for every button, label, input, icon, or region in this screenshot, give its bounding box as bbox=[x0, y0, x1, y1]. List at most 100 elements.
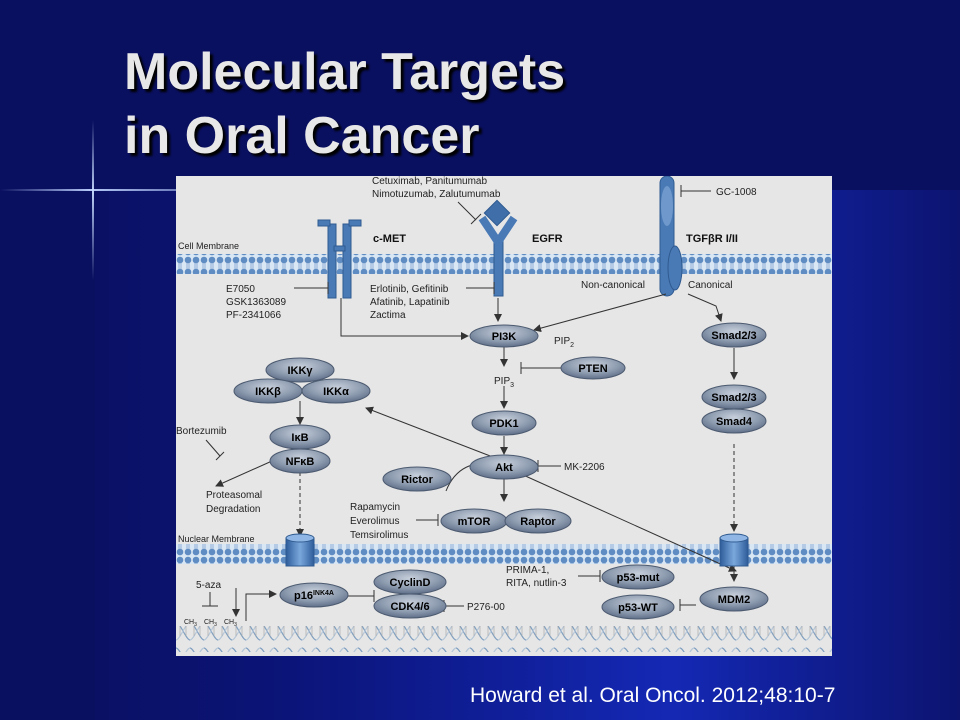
sparkle-horizontal bbox=[0, 189, 300, 191]
p27600-inhibition bbox=[443, 600, 464, 612]
gc1008-inhibition bbox=[680, 185, 711, 197]
tgfbr-receptor bbox=[659, 176, 683, 297]
svg-text:CyclinD: CyclinD bbox=[390, 577, 431, 589]
svg-text:PDK1: PDK1 bbox=[489, 418, 518, 430]
svg-text:p53-mut: p53-mut bbox=[617, 572, 660, 584]
node-cyclind: CyclinD bbox=[373, 569, 447, 595]
egfr-label: EGFR bbox=[532, 233, 563, 245]
title-line-2: in Oral Cancer bbox=[124, 107, 480, 165]
egfr-tki-1: Erlotinib, Gefitinib bbox=[370, 284, 449, 295]
cell-membrane bbox=[176, 254, 832, 274]
dna-helix bbox=[176, 626, 832, 652]
node-mtor: mTOR bbox=[440, 508, 508, 534]
node-ikk-beta: IKKβ bbox=[233, 378, 303, 404]
pten-inhibition bbox=[520, 362, 561, 374]
svg-text:Raptor: Raptor bbox=[520, 516, 556, 528]
node-cdk46: CDK4/6 bbox=[373, 593, 447, 619]
node-smad23-complex: Smad2/3 bbox=[701, 384, 767, 410]
title-band bbox=[0, 0, 960, 190]
pathway-arrows bbox=[232, 293, 738, 621]
methyl-1: CH3 bbox=[184, 619, 197, 628]
cell-membrane-label: Cell Membrane bbox=[178, 241, 239, 251]
cmet-inhibitor-3: PF-2341066 bbox=[226, 310, 281, 321]
aza-label: 5-aza bbox=[196, 580, 221, 591]
egfr-antibodies-line1: Cetuximab, Panitumumab bbox=[372, 176, 487, 187]
bortezumib-inhibition bbox=[205, 439, 225, 461]
node-nfkb: NFκB bbox=[269, 448, 331, 474]
node-p53-wt: p53-WT bbox=[601, 594, 675, 620]
nuclear-pore-right bbox=[719, 533, 749, 567]
svg-text:p53-WT: p53-WT bbox=[618, 602, 658, 614]
sparkle-vertical bbox=[92, 120, 94, 280]
mk2206-label: MK-2206 bbox=[564, 462, 605, 473]
node-ikb: IκB bbox=[269, 424, 331, 450]
svg-text:Smad4: Smad4 bbox=[716, 416, 753, 428]
egfr-tki-inhibition bbox=[466, 282, 495, 294]
mtor-inhibition bbox=[416, 514, 439, 526]
egfr-receptor bbox=[478, 199, 518, 297]
node-pdk1: PDK1 bbox=[471, 410, 537, 436]
mtor-inhibitor-1: Rapamycin bbox=[350, 502, 400, 513]
svg-text:IKKα: IKKα bbox=[323, 386, 349, 398]
svg-text:Smad2/3: Smad2/3 bbox=[711, 330, 756, 342]
aza-inhibition bbox=[202, 592, 218, 607]
svg-text:NFκB: NFκB bbox=[286, 456, 315, 468]
p53-drug-2: RITA, nutlin-3 bbox=[506, 578, 567, 589]
pip2-label: PIP2 bbox=[554, 336, 574, 349]
p27600-label: P276-00 bbox=[467, 602, 505, 613]
nuclear-membrane-label: Nuclear Membrane bbox=[178, 534, 255, 544]
node-rictor: Rictor bbox=[382, 466, 452, 492]
node-p16: p16INK4A bbox=[279, 582, 349, 608]
node-p53-mut: p53-mut bbox=[601, 564, 675, 590]
node-pten: PTEN bbox=[560, 356, 626, 380]
p53-drug-inhibition bbox=[578, 570, 601, 582]
svg-text:p16INK4A: p16INK4A bbox=[294, 590, 334, 602]
bortezumib-label: Bortezumib bbox=[176, 426, 227, 437]
mk2206-inhibition bbox=[537, 460, 561, 472]
tgfbr-label: TGFβR I/II bbox=[686, 233, 738, 245]
node-raptor: Raptor bbox=[504, 508, 572, 534]
proteasomal-line2: Degradation bbox=[206, 504, 260, 515]
node-ikk-alpha: IKKα bbox=[301, 378, 371, 404]
methyl-groups: CH3 CH3 CH3 bbox=[184, 619, 237, 628]
svg-text:PTEN: PTEN bbox=[578, 363, 607, 375]
title-line-1: Molecular Targets bbox=[124, 43, 566, 101]
proteasomal-line1: Proteasomal bbox=[206, 490, 262, 501]
mdm2-inhibition bbox=[679, 599, 696, 611]
egfr-antibodies-line2: Nimotuzumab, Zalutumumab bbox=[372, 189, 501, 200]
pip3-label: PIP3 bbox=[494, 376, 514, 389]
node-smad4: Smad4 bbox=[701, 408, 767, 434]
cmet-tki-inhibition bbox=[294, 282, 329, 294]
svg-text:CDK4/6: CDK4/6 bbox=[390, 601, 429, 613]
node-pi3k: PI3K bbox=[469, 324, 539, 348]
left-band bbox=[0, 190, 95, 720]
cmet-label: c-MET bbox=[373, 233, 406, 245]
slide-title: Molecular Targets in Oral Cancer bbox=[124, 40, 565, 168]
nuclear-pore-left bbox=[285, 533, 315, 567]
p16-cdk-inhibition bbox=[348, 590, 375, 602]
cmet-inhibitor-2: GSK1363089 bbox=[226, 297, 286, 308]
pathway-diagram: Cell Membrane Nuclear Membrane c-MET EGF… bbox=[176, 176, 832, 652]
node-akt: Akt bbox=[469, 454, 539, 480]
citation: Howard et al. Oral Oncol. 2012;48:10-7 bbox=[470, 684, 836, 707]
mtor-inhibitor-3: Temsirolimus bbox=[350, 530, 408, 541]
methyl-2: CH3 bbox=[204, 619, 217, 628]
pathway-figure: Cell Membrane Nuclear Membrane c-MET EGF… bbox=[176, 176, 832, 656]
svg-text:Smad2/3: Smad2/3 bbox=[711, 392, 756, 404]
node-ikk-gamma: IKKγ bbox=[265, 357, 335, 383]
node-mdm2: MDM2 bbox=[699, 586, 769, 612]
nuclear-membrane bbox=[176, 544, 832, 564]
egfr-tki-3: Zactima bbox=[370, 310, 406, 321]
egfr-antibody-inhibition bbox=[457, 201, 482, 225]
nfkb-degradation-arrow bbox=[215, 460, 273, 487]
svg-text:mTOR: mTOR bbox=[458, 516, 491, 528]
node-smad23-cytoplasm: Smad2/3 bbox=[701, 322, 767, 348]
methyl-3: CH3 bbox=[224, 619, 237, 628]
non-canonical-label: Non-canonical bbox=[581, 280, 645, 291]
canonical-label: Canonical bbox=[688, 280, 732, 291]
cmet-receptor bbox=[317, 219, 362, 299]
svg-text:IκB: IκB bbox=[291, 432, 308, 444]
mtor-inhibitor-2: Everolimus bbox=[350, 516, 399, 527]
svg-text:PI3K: PI3K bbox=[492, 331, 517, 343]
p53-drug-1: PRIMA-1, bbox=[506, 565, 549, 576]
